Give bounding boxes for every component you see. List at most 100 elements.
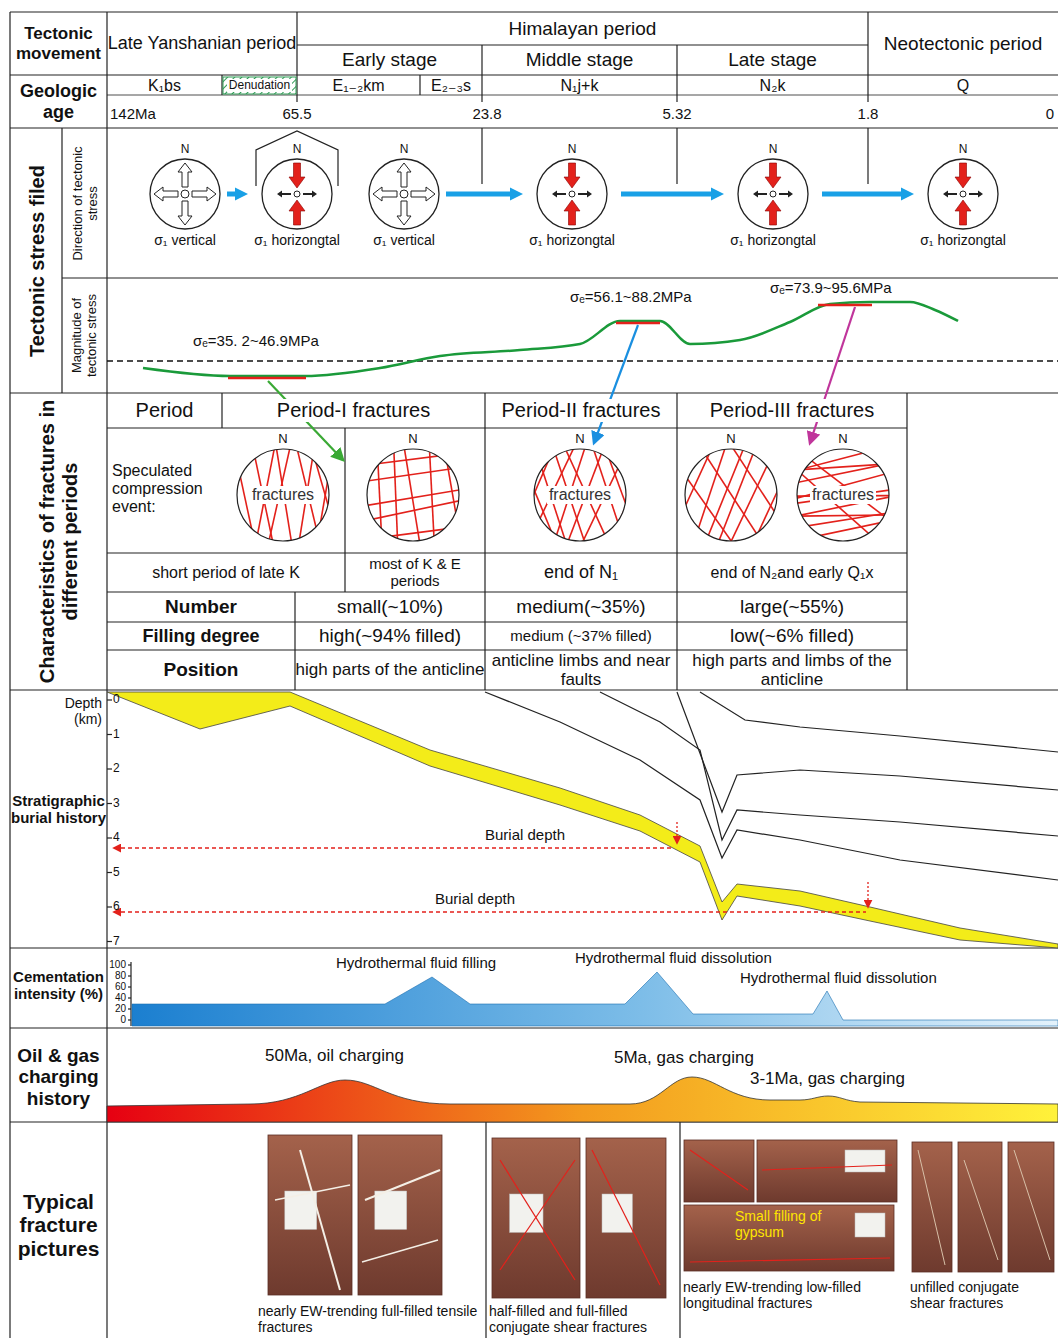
core-photo bbox=[586, 1138, 666, 1298]
circle-outline bbox=[928, 159, 998, 229]
label-cell: 0 bbox=[1028, 104, 1054, 124]
label-text: σₑ=35. 2~46.9MPa bbox=[193, 333, 319, 350]
table-line bbox=[867, 75, 868, 95]
label-cell: Neotectonic period bbox=[868, 12, 1058, 75]
fracture-trace bbox=[314, 443, 334, 561]
label-text: large(~55%) bbox=[740, 596, 844, 617]
label-text: Middle stage bbox=[526, 49, 634, 70]
stress-circle: σ₁ horizongtal bbox=[250, 158, 344, 248]
strata-line bbox=[677, 692, 1058, 812]
label-text: 4 bbox=[113, 831, 120, 844]
table-line bbox=[9, 12, 10, 1338]
label-text: 6 bbox=[113, 900, 120, 913]
table-line bbox=[481, 75, 482, 95]
table-line bbox=[294, 592, 295, 690]
label-text: Tectonic stress filed bbox=[25, 165, 47, 357]
label-cell: Tectonic stress filed bbox=[10, 128, 62, 393]
label-cell: end of N₂and early Q₁x bbox=[677, 553, 907, 592]
label-text: Position bbox=[164, 659, 239, 680]
compression-arrow bbox=[765, 163, 781, 188]
fracture-pattern bbox=[349, 429, 477, 556]
label-text: Hydrothermal fluid dissolution bbox=[575, 950, 772, 967]
strata-line bbox=[600, 692, 1058, 840]
compression-arrow bbox=[564, 163, 580, 188]
time-leader bbox=[676, 128, 677, 184]
table-line bbox=[10, 11, 1058, 12]
label-cell: N bbox=[765, 142, 781, 157]
table-line bbox=[107, 427, 907, 428]
label-cell: high parts of the anticline bbox=[295, 650, 485, 690]
label-cell: N bbox=[955, 142, 971, 157]
label-cell: Period-I fractures bbox=[222, 393, 485, 428]
axis-tick bbox=[128, 1008, 131, 1009]
table-line bbox=[676, 45, 677, 75]
label-text: N bbox=[400, 143, 409, 156]
label-cell: σₑ=73.9~95.6MPa bbox=[770, 279, 970, 297]
label-text: 5Ma, gas charging bbox=[614, 1048, 754, 1067]
flow-arrow bbox=[621, 192, 711, 197]
fracture-trace bbox=[349, 452, 468, 467]
core-tag bbox=[845, 1150, 885, 1172]
stress-center bbox=[770, 191, 776, 197]
stress-center bbox=[400, 190, 408, 198]
label-text: Q bbox=[957, 77, 969, 95]
label-text: end of N₂and early Q₁x bbox=[711, 564, 874, 582]
label-text: 2 bbox=[113, 762, 120, 775]
circle-outline bbox=[262, 159, 332, 229]
label-text: 142Ma bbox=[110, 106, 156, 123]
age-tick bbox=[481, 95, 482, 102]
label-text: Filling degree bbox=[142, 626, 259, 646]
compression-arrow bbox=[289, 163, 305, 188]
table-line bbox=[10, 392, 1058, 393]
reference-line bbox=[107, 360, 1058, 362]
label-cell: 80 bbox=[104, 970, 126, 982]
label-cell: N bbox=[177, 142, 193, 157]
label-text: 50Ma, oil charging bbox=[265, 1046, 404, 1065]
label-text: small(~10%) bbox=[337, 596, 443, 617]
label-cell: Denudation bbox=[224, 77, 295, 94]
label-cell: medium (~37% filled) bbox=[485, 622, 677, 650]
fracture-label: fractures bbox=[547, 486, 613, 504]
fracture-trace bbox=[699, 444, 764, 545]
minor-stress-arrow bbox=[779, 191, 793, 198]
table-line bbox=[296, 75, 297, 95]
fracture-trace bbox=[517, 423, 565, 533]
label-cell: N bbox=[289, 142, 305, 157]
label-cell: N bbox=[275, 432, 291, 447]
stress-label: σ₁ horizongtal bbox=[730, 232, 816, 248]
label-text: half-filled and full-filled conjugate sh… bbox=[489, 1304, 679, 1335]
stress-label: σ₁ vertical bbox=[373, 232, 435, 248]
label-text: unfilled conjugate shear fractures bbox=[910, 1280, 1056, 1311]
compression-arrow bbox=[289, 200, 305, 225]
label-cell: K₁bs bbox=[107, 76, 222, 95]
fracture-rose bbox=[685, 449, 777, 541]
table-line bbox=[221, 393, 222, 428]
label-text: N bbox=[408, 432, 417, 447]
label-text: Stratigraphic burial history bbox=[10, 793, 107, 827]
label-text: high(~94% filled) bbox=[319, 625, 461, 646]
circle-outline bbox=[534, 449, 626, 541]
stress-center bbox=[181, 190, 189, 198]
label-cell: most of K & E periods bbox=[345, 553, 485, 592]
stress-center bbox=[960, 191, 966, 197]
circle-outline bbox=[797, 449, 889, 541]
label-text: Period-I fractures bbox=[275, 399, 432, 421]
stress-label: σ₁ horizongtal bbox=[920, 232, 1006, 248]
core-vein bbox=[1014, 1150, 1050, 1260]
label-cell: short period of late K bbox=[107, 553, 345, 592]
label-text: 65.5 bbox=[282, 106, 311, 123]
label-cell: nearly EW-trending full-filled tensile f… bbox=[258, 1302, 483, 1338]
table-line bbox=[10, 689, 1058, 690]
label-cell: N bbox=[564, 142, 580, 157]
label-text: anticline limbs and near faults bbox=[485, 651, 677, 689]
label-cell: Burial depth bbox=[475, 826, 575, 844]
label-cell: Hydrothermal fluid dissolution bbox=[575, 949, 825, 967]
depth-tick bbox=[107, 699, 112, 700]
label-cell: Speculated compression event: bbox=[112, 456, 232, 522]
stress-circle: σ₁ vertical bbox=[145, 158, 225, 248]
depth-tick bbox=[107, 768, 112, 769]
circle-outline bbox=[237, 449, 329, 541]
time-leader bbox=[481, 128, 482, 184]
extension-arrow bbox=[411, 187, 435, 201]
label-cell: 0 bbox=[104, 1014, 126, 1026]
